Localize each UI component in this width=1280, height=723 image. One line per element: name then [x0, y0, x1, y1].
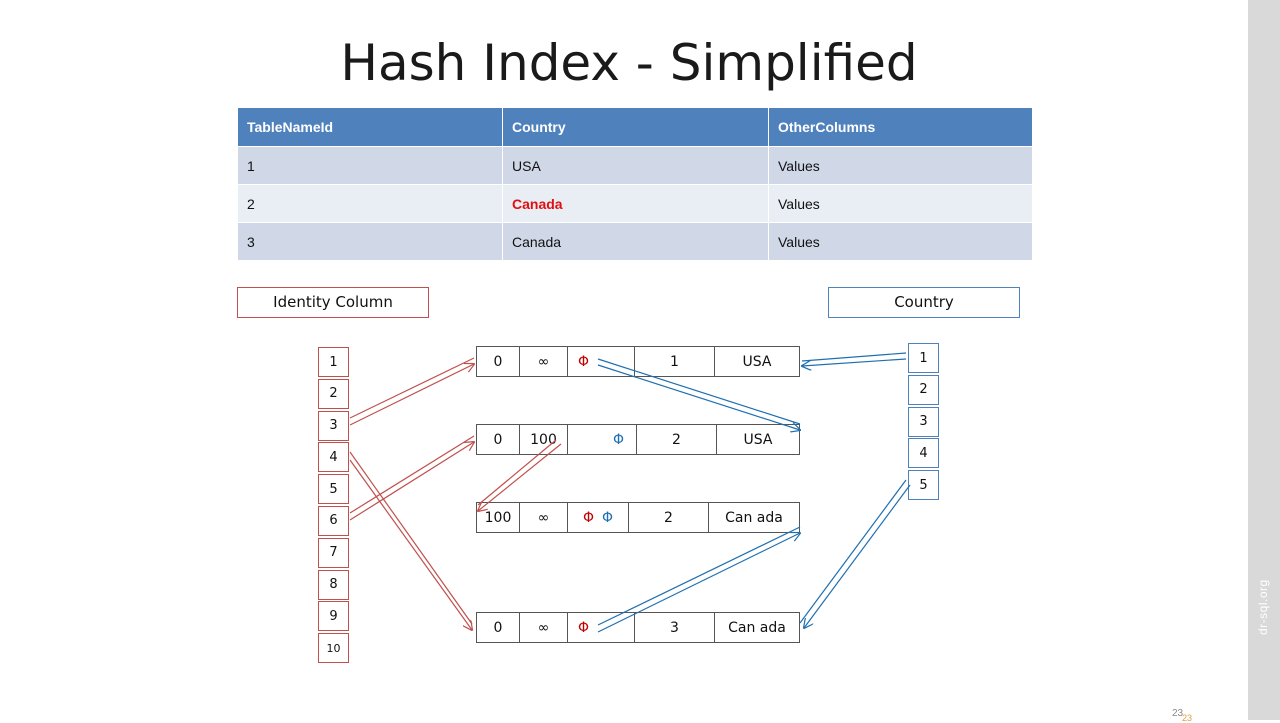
table-cell: 2 [237, 184, 503, 223]
hash-cell-country: USA [743, 431, 773, 448]
hash-cell-country: Can ada [725, 509, 783, 526]
identity-column-label: Identity Column [237, 287, 429, 318]
hash-cell-start: 0 [477, 347, 520, 376]
hash-cell-pointers: Φ [568, 347, 635, 376]
hash-cell-id: 2 [629, 503, 709, 532]
hash-row-4: 0 ∞ Φ 3 Can ada [476, 612, 800, 643]
country-bucket: 1 [908, 343, 939, 373]
table-cell: Values [768, 222, 1033, 261]
hash-row-1: 0 ∞ Φ 1 USA [476, 346, 800, 377]
data-table: TableNameId Country OtherColumns 1 USA V… [237, 107, 1033, 261]
identity-bucket: 9 [318, 601, 349, 632]
hash-cell-pointers: Φ [568, 613, 635, 642]
table-cell: USA [502, 146, 769, 185]
table-cell: Values [768, 146, 1033, 185]
page-number: 23 [1172, 708, 1184, 719]
column-header-country: Country [502, 107, 769, 147]
phi-symbol: Φ [602, 509, 614, 526]
country-arrow-5-to-row4 [799, 479, 911, 628]
hash-cell-end: ∞ [520, 347, 568, 376]
column-header-tablenameid: TableNameId [237, 107, 503, 147]
identity-bucket: 2 [318, 378, 349, 409]
page-number-copy: 23 [1182, 713, 1193, 723]
table-cell: 1 [237, 146, 503, 185]
table-row: 3 Canada Values [237, 222, 1033, 261]
hash-cell-id: 3 [635, 613, 715, 642]
hash-cell-end: 100 [520, 425, 568, 454]
identity-bucket: 5 [318, 474, 349, 505]
hash-cell-start: 100 [477, 503, 520, 532]
hash-cell-pointers: Φ [568, 425, 637, 454]
identity-bucket: 4 [318, 442, 349, 473]
hash-cell-id: 1 [635, 347, 715, 376]
identity-bucket-list: 1 2 3 4 5 6 7 8 9 10 [318, 347, 349, 665]
identity-bucket: 3 [318, 410, 349, 441]
table-row: 2 Canada Values [237, 184, 1033, 223]
hash-cell-start: 0 [477, 425, 520, 454]
hash-cell-start: 0 [477, 613, 520, 642]
hash-cell-id: 2 [637, 425, 717, 454]
phi-symbol: Φ [582, 509, 594, 526]
country-bucket: 3 [908, 406, 939, 437]
hash-cell-country: USA [742, 353, 772, 370]
identity-bucket: 8 [318, 569, 349, 600]
country-arrow-1-to-row1 [802, 352, 907, 366]
table-cell-highlighted: Canada [502, 184, 769, 223]
table-cell: Canada [502, 222, 769, 261]
identity-arrow-6-to-row2 [349, 435, 474, 521]
hash-row-2: 0 100 Φ 2 USA [476, 424, 800, 455]
table-cell: 3 [237, 222, 503, 261]
phi-symbol: Φ [578, 619, 590, 636]
column-header-othercolumns: OtherColumns [768, 107, 1033, 147]
table-row: 1 USA Values [237, 146, 1033, 185]
hash-cell-end: ∞ [520, 503, 568, 532]
identity-bucket: 6 [318, 505, 349, 536]
sidebar-brand-text: dr-sql.org [1256, 579, 1270, 635]
hash-cell-pointers: Φ Φ [568, 503, 629, 532]
table-header-row: TableNameId Country OtherColumns [237, 107, 1033, 147]
hash-row-3: 100 ∞ Φ Φ 2 Can ada [476, 502, 800, 533]
slide-title: Hash Index - Simplified [340, 34, 918, 92]
country-bucket: 4 [908, 438, 939, 469]
sidebar-strip [1248, 0, 1280, 720]
country-bucket: 2 [908, 374, 939, 405]
country-bucket-list: 1 2 3 4 5 [908, 343, 939, 502]
phi-symbol: Φ [612, 431, 624, 448]
identity-bucket: 10 [318, 633, 349, 664]
phi-symbol: Φ [578, 353, 590, 370]
identity-arrow-4-to-row4 [349, 451, 472, 630]
table-cell: Values [768, 184, 1033, 223]
country-label: Country [828, 287, 1020, 318]
hash-cell-country: Can ada [728, 619, 786, 636]
identity-arrow-3-to-row1 [349, 357, 474, 426]
identity-bucket: 7 [318, 537, 349, 568]
identity-bucket: 1 [318, 347, 349, 377]
country-bucket: 5 [908, 470, 939, 501]
hash-cell-end: ∞ [520, 613, 568, 642]
